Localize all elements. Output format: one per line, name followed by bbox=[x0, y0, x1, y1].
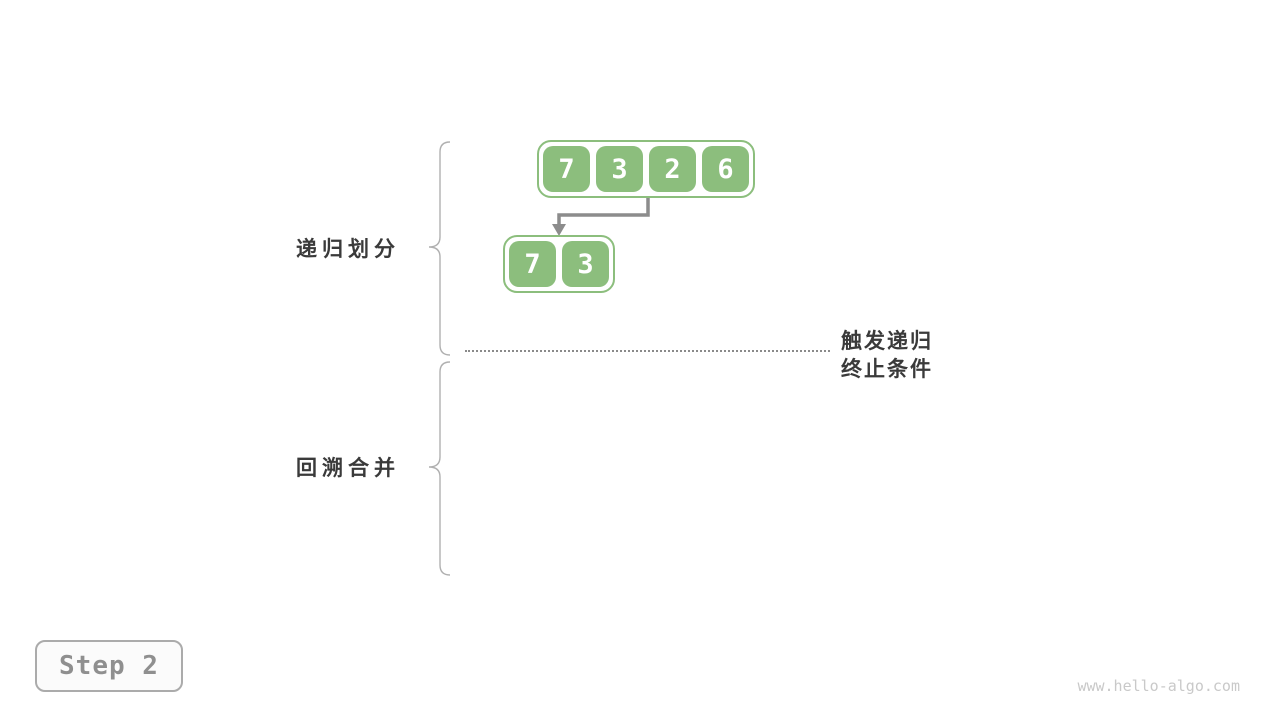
array-cell: 7 bbox=[543, 146, 590, 192]
array-cell: 6 bbox=[702, 146, 749, 192]
phase-label-divide: 递归划分 bbox=[296, 238, 400, 261]
watermark-url: www.hello-algo.com bbox=[1077, 677, 1240, 695]
termination-annotation: 触发递归 终止条件 bbox=[841, 328, 933, 384]
termination-annotation-line2: 终止条件 bbox=[841, 358, 933, 381]
array-cell: 2 bbox=[649, 146, 696, 192]
recursion-termination-divider bbox=[465, 350, 830, 352]
phase-label-merge: 回溯合并 bbox=[296, 457, 400, 480]
step-badge: Step 2 bbox=[35, 640, 183, 692]
array-cell: 3 bbox=[562, 241, 609, 287]
array-cell: 7 bbox=[509, 241, 556, 287]
termination-annotation-line1: 触发递归 bbox=[841, 330, 933, 353]
brace-divide bbox=[428, 141, 451, 356]
divide-arrow bbox=[557, 198, 650, 226]
array-cell: 3 bbox=[596, 146, 643, 192]
brace-merge bbox=[428, 361, 451, 576]
